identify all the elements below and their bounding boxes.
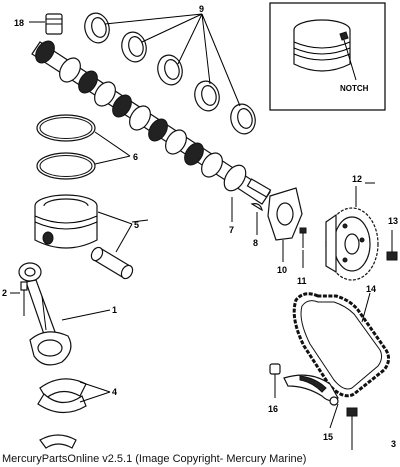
callout-15: 15 (323, 432, 333, 442)
callout-10: 10 (277, 265, 287, 275)
callout-2: 2 (2, 288, 7, 298)
callout-4: 4 (112, 387, 117, 397)
callout-7: 7 (229, 225, 234, 235)
callout-13: 13 (388, 216, 398, 226)
piston-pin (90, 246, 134, 280)
woodruff-key (250, 203, 263, 212)
camshaft-bearings (84, 12, 256, 135)
damper-bolt (346, 407, 358, 450)
notch-label: NOTCH (340, 84, 369, 93)
inset-box: NOTCH (269, 2, 386, 111)
thrust-plate (267, 187, 303, 241)
camshaft (31, 40, 272, 205)
callout-9: 9 (199, 4, 204, 14)
callout-1: 1 (112, 305, 117, 315)
thrust-plate-bolt (299, 227, 307, 248)
connecting-rod (18, 262, 72, 366)
sprocket-bolt (386, 230, 398, 261)
callout-18: 18 (14, 18, 24, 28)
callout-11: 11 (297, 276, 307, 286)
copyright-footer: MercuryPartsOnline v2.5.1 (Image Copyrig… (2, 453, 307, 465)
callout-5: 5 (134, 220, 139, 230)
timing-chain (292, 292, 391, 398)
damper-stud (269, 363, 281, 398)
callout-8: 8 (253, 238, 258, 248)
callout-12: 12 (352, 174, 362, 184)
rod-bolt (20, 281, 28, 316)
callout-14: 14 (366, 284, 376, 294)
piston-rings (36, 114, 96, 180)
callout-16: 16 (268, 404, 278, 414)
chain-damper (283, 374, 339, 406)
camshaft-plug (45, 13, 63, 35)
callout-6: 6 (133, 152, 138, 162)
piston (34, 194, 98, 249)
camshaft-sprocket (325, 207, 379, 281)
callout-3: 3 (391, 439, 396, 449)
rod-bearings (37, 378, 87, 449)
